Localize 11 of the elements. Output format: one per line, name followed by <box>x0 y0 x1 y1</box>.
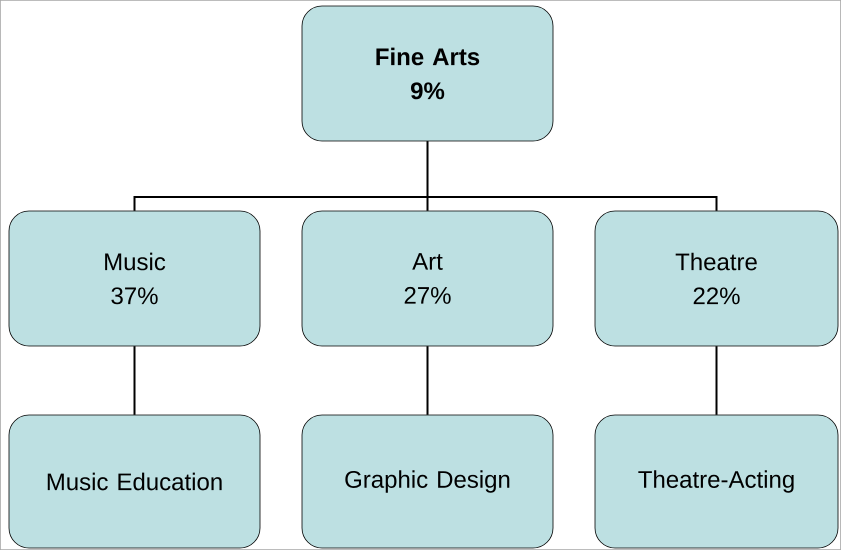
org-chart-box: Fine Arts 9% <box>302 6 554 142</box>
connector-line <box>716 346 718 415</box>
connector-line <box>426 141 718 211</box>
org-chart-box: Theatre 22% <box>594 210 838 346</box>
org-chart-box: Art 27% <box>302 210 554 346</box>
org-chart-box: Music 37% <box>8 210 260 346</box>
org-chart-box: Theatre-Acting <box>594 414 838 548</box>
connector-line <box>426 346 428 415</box>
org-chart-box: Music Education <box>8 414 260 548</box>
connector-line <box>134 346 136 415</box>
org-chart-box: Graphic Design <box>302 414 554 548</box>
